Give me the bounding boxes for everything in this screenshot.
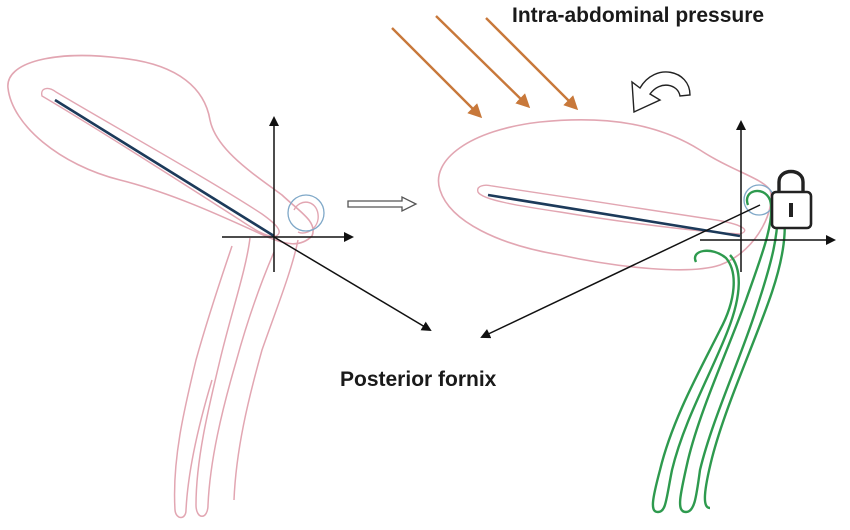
left-cavity-line	[54, 98, 275, 238]
left-cervix-curl	[293, 201, 319, 234]
left-uterus	[7, 54, 325, 519]
vagina-green-inner	[703, 197, 786, 510]
right-axes	[480, 120, 836, 339]
vagina-green-mid	[678, 189, 779, 514]
left-vagina-mid	[195, 237, 275, 517]
pressure-arrows	[391, 15, 579, 119]
pressure-arrow-2	[435, 15, 531, 109]
right-cavity-outline	[477, 184, 746, 235]
left-uterus-outline	[7, 54, 314, 245]
left-vagina-inner	[233, 239, 299, 501]
intra-abdominal-pressure-label: Intra-abdominal pressure	[512, 4, 765, 27]
left-vagina-outer	[173, 245, 233, 519]
curved-arrow-icon	[631, 71, 691, 114]
posterior-fornix-label: Posterior fornix	[340, 368, 497, 391]
right-uterus	[437, 119, 775, 271]
pressure-arrow-1	[391, 27, 483, 119]
right-fornix-arrow	[480, 204, 761, 339]
left-fornix-arrow	[273, 236, 432, 332]
left-cavity-outline	[41, 87, 280, 237]
left-axes	[222, 116, 432, 332]
transition-arrow-icon	[347, 195, 418, 213]
lock-icon	[770, 169, 813, 230]
right-vagina-highlight	[651, 189, 786, 514]
right-cavity-line	[487, 193, 741, 238]
left-cervix-circle	[287, 194, 325, 232]
pressure-arrow-3	[485, 17, 579, 111]
vagina-green-outer	[651, 249, 740, 514]
